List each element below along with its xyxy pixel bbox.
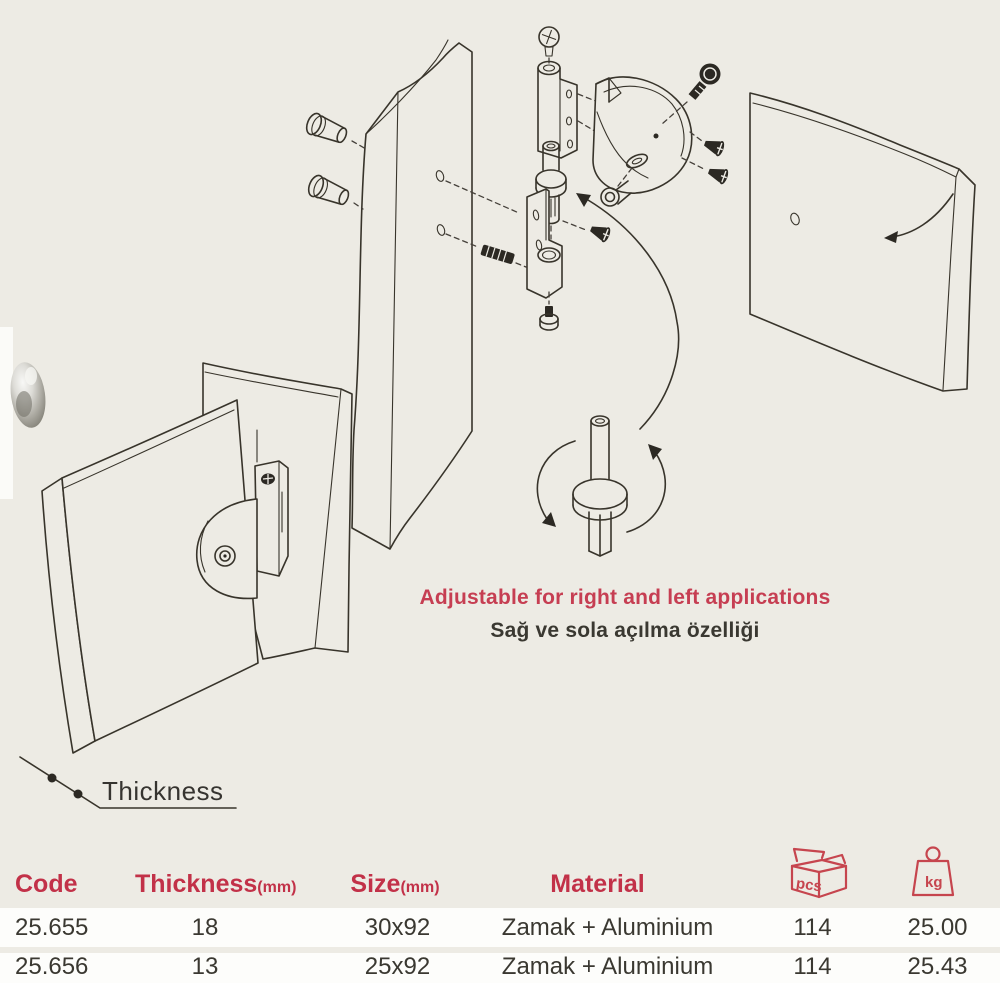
countersunk-screw (703, 140, 725, 157)
caption-adjustable-en: Adjustable for right and left applicatio… (419, 586, 831, 609)
column-header-thickness-unit: (mm) (257, 879, 297, 896)
clamp-bracket (592, 76, 693, 207)
cell-size: 30x92 (364, 914, 431, 941)
exploded-left-panel (351, 39, 473, 550)
table-row: 25.656 13 25x92 Zamak + Aluminium 114 25… (0, 953, 1000, 983)
weight-icon: kg (911, 846, 955, 897)
cell-material: Zamak + Aluminium (501, 914, 714, 941)
column-header-size-unit: (mm) (400, 879, 440, 896)
rotation-arrow-left (536, 440, 576, 527)
column-header-thickness: Thickness(mm) (135, 869, 296, 899)
column-header-size-label: Size (350, 870, 401, 898)
box-icon-label: pcs (795, 875, 823, 895)
assembly-guide-line (562, 220, 587, 231)
rotation-pin-detail (536, 415, 667, 557)
thickness-leader (19, 756, 237, 809)
column-header-thickness-label: Thickness (135, 870, 258, 898)
exploded-right-panel (749, 92, 976, 392)
photo-fragment (0, 327, 46, 499)
cell-material: Zamak + Aluminium (501, 953, 714, 980)
countersunk-screw (707, 168, 729, 185)
cell-pcs: 114 (793, 953, 832, 980)
countersunk-screw (590, 226, 611, 243)
assembled-view (41, 362, 353, 754)
assembly-guide-line (681, 157, 707, 171)
caption-adjustable-tr: Sağ ve sola açılma özelliği (490, 619, 760, 642)
cell-size: 25x92 (364, 953, 431, 980)
top-screw (538, 26, 560, 66)
assembly-guide-line (515, 262, 527, 268)
cap-screw (661, 63, 721, 125)
cell-code: 25.655 (15, 914, 89, 941)
assembly-guide-line (689, 131, 703, 142)
product-spec-table: Code Thickness(mm) Size(mm) Material pcs… (0, 845, 1000, 983)
weight-icon-label: kg (925, 874, 943, 891)
column-header-code: Code (15, 870, 78, 898)
assembly-guide-line (445, 180, 520, 214)
rotation-sweep-arrow (576, 193, 680, 430)
assembly-guide-line (445, 233, 479, 248)
assembled-front-panel (41, 399, 259, 754)
cell-thickness: 13 (191, 953, 219, 980)
table-row: 25.655 18 30x92 Zamak + Aluminium 114 25… (0, 908, 1000, 947)
thickness-label: Thickness (102, 776, 224, 806)
cell-code: 25.656 (15, 953, 89, 980)
l-bracket (537, 60, 629, 159)
assembled-hinge-clamp (195, 498, 258, 600)
cell-kg: 25.43 (907, 953, 968, 980)
rotation-arrow-right (626, 444, 667, 533)
barrel-nut-fasteners (305, 112, 367, 210)
exploded-view (305, 26, 976, 550)
cell-thickness: 18 (191, 914, 219, 941)
cell-pcs: 114 (793, 914, 832, 941)
hinge-body (526, 188, 563, 331)
column-header-material: Material (550, 870, 645, 898)
threaded-stud (480, 244, 515, 264)
cell-kg: 25.00 (907, 914, 968, 941)
column-header-size: Size(mm) (325, 869, 465, 899)
hinge-technical-drawing (0, 26, 976, 809)
box-icon: pcs (790, 847, 848, 899)
